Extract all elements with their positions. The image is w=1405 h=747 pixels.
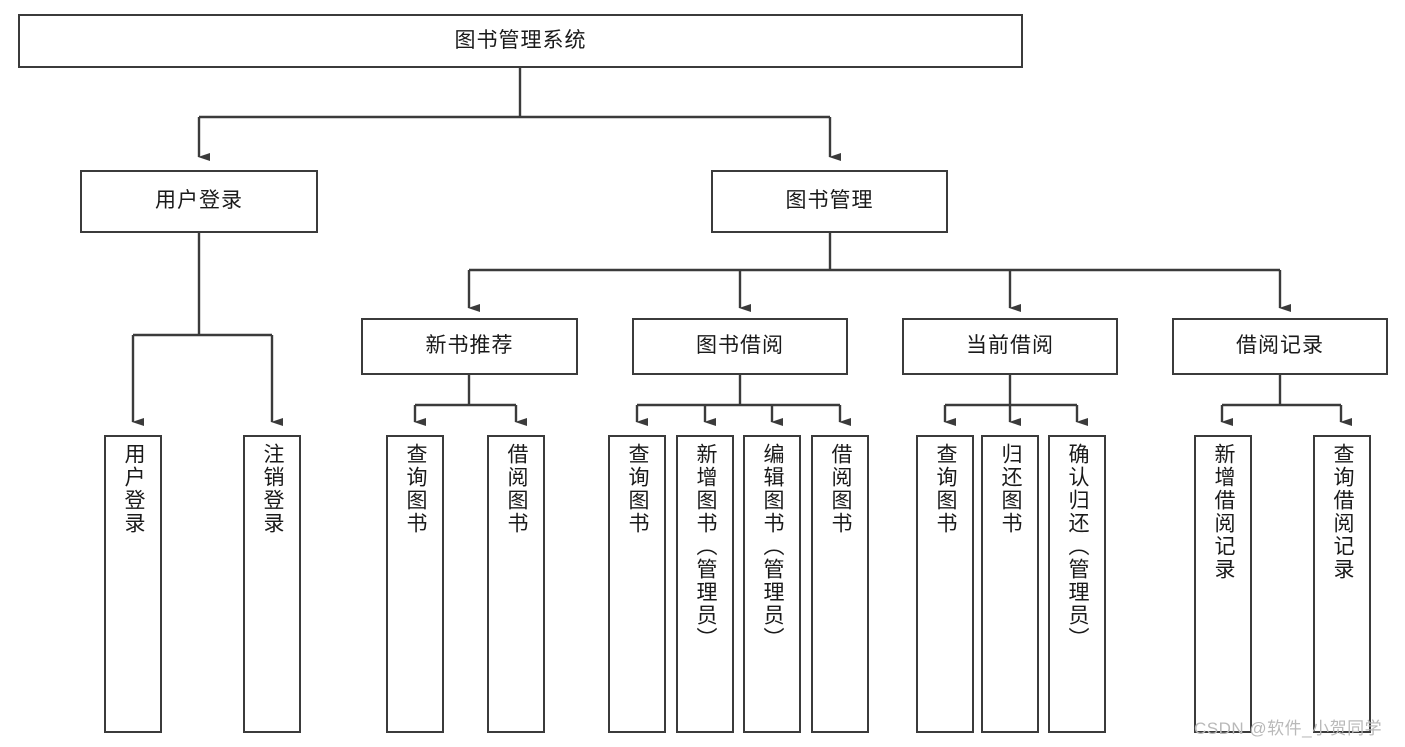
leaf-recommend-borrow-book[interactable]: 借阅图书 xyxy=(487,435,545,733)
node-label: 编辑图书（管理员） xyxy=(761,443,785,650)
node-label: 借阅图书 xyxy=(829,443,853,535)
leaf-recommend-query-book[interactable]: 查询图书 xyxy=(386,435,444,733)
leaf-borrow-edit-book[interactable]: 编辑图书（管理员） xyxy=(743,435,801,733)
node-user-login[interactable]: 用户登录 xyxy=(80,170,318,233)
node-label: 查询借阅记录 xyxy=(1331,443,1355,581)
leaf-borrow-add-book[interactable]: 新增图书（管理员） xyxy=(676,435,734,733)
leaf-current-query-book[interactable]: 查询图书 xyxy=(916,435,974,733)
node-label: 借阅记录 xyxy=(1236,334,1324,358)
node-new-book-recommend[interactable]: 新书推荐 xyxy=(361,318,578,375)
node-label: 图书管理系统 xyxy=(454,28,587,52)
leaf-borrow-query-book[interactable]: 查询图书 xyxy=(608,435,666,733)
node-label: 查询图书 xyxy=(626,443,650,535)
node-label: 查询图书 xyxy=(934,443,958,535)
leaf-user-login-logout[interactable]: 注销登录 xyxy=(243,435,301,733)
node-root-system[interactable]: 图书管理系统 xyxy=(18,14,1023,68)
node-book-management[interactable]: 图书管理 xyxy=(711,170,948,233)
leaf-borrow-borrow-book[interactable]: 借阅图书 xyxy=(811,435,869,733)
node-label: 借阅图书 xyxy=(505,443,529,535)
leaf-current-confirm-return[interactable]: 确认归还（管理员） xyxy=(1048,435,1106,733)
node-label: 查询图书 xyxy=(404,443,428,535)
node-label: 确认归还（管理员） xyxy=(1066,443,1090,650)
node-label: 当前借阅 xyxy=(966,334,1054,358)
node-book-borrow[interactable]: 图书借阅 xyxy=(632,318,848,375)
node-label: 新增借阅记录 xyxy=(1212,443,1236,581)
node-borrow-record[interactable]: 借阅记录 xyxy=(1172,318,1388,375)
node-label: 用户登录 xyxy=(122,443,146,535)
node-label: 用户登录 xyxy=(155,189,243,213)
leaf-user-login-login[interactable]: 用户登录 xyxy=(104,435,162,733)
node-current-borrow[interactable]: 当前借阅 xyxy=(902,318,1118,375)
leaf-record-add-record[interactable]: 新增借阅记录 xyxy=(1194,435,1252,733)
node-label: 新增图书（管理员） xyxy=(694,443,718,650)
leaf-current-return-book[interactable]: 归还图书 xyxy=(981,435,1039,733)
node-label: 图书借阅 xyxy=(696,334,784,358)
node-label: 归还图书 xyxy=(999,443,1023,535)
node-label: 图书管理 xyxy=(785,189,874,213)
leaf-record-query-record[interactable]: 查询借阅记录 xyxy=(1313,435,1371,733)
csdn-watermark: CSDN @软件_小贺同学 xyxy=(1194,719,1383,738)
node-label: 新书推荐 xyxy=(425,334,514,358)
node-label: 注销登录 xyxy=(261,443,285,535)
